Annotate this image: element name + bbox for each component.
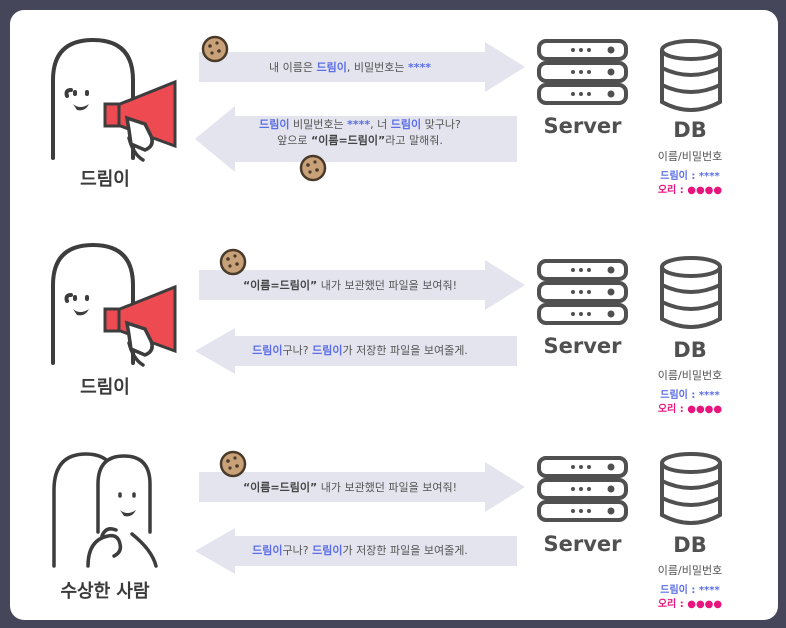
text-segment: “이름=드림이” [310,134,386,147]
text-segment: 드림이 [259,118,290,131]
db-subtitle: 이름/비밀번호 [657,564,723,577]
text-segment: 구나? [282,344,313,357]
server-icon [537,259,628,325]
db-entry-1: 드림이 : **** [660,390,720,401]
text-segment: 드림이 [312,544,343,557]
server-label: Server [543,114,622,138]
database-icon [660,256,722,329]
text-segment: 내 이름은 [269,61,317,74]
response-text: 드림이 비밀번호는 ****, 너 드림이 맞구나? 앞으로 “이름=드림이”라… [210,117,510,149]
db-title: DB [673,118,707,142]
text-segment: “이름=드림이” [242,279,318,292]
server-icon [537,39,628,105]
person-megaphone-icon [51,242,177,367]
cookie-icon [299,154,327,182]
server-icon [537,456,628,522]
text-segment: 드림이 [252,344,283,357]
text-segment: 가 저장한 파일을 보여줄게. [342,344,468,357]
text-segment: , 너 [370,118,391,131]
db-title: DB [673,533,707,557]
response-line-1: 드림이 비밀번호는 ****, 너 드림이 맞구나? [210,117,510,133]
response-text: 드림이구나? 드림이가 저장한 파일을 보여줄게. [210,343,510,359]
row-login: 드림이 내 이름은 드림이, 비밀번호는 **** 드림이 비밀번호는 ****… [10,10,778,210]
request-arrow [199,462,525,512]
text-segment: 내가 보관했던 파일을 보여줘! [317,481,458,494]
row-suspicious: 수상한 사람 “이름=드림이” 내가 보관했던 파일을 보여줘! 드림이구나? … [10,415,778,615]
request-arrow [199,42,525,92]
text-segment: , 비밀번호는 [346,61,408,74]
response-arrow [195,528,517,574]
request-arrow [199,260,525,310]
text-segment: **** [407,61,431,74]
text-segment: 드림이 [312,344,343,357]
person-label: 수상한 사람 [60,581,150,602]
text-segment: 내가 보관했던 파일을 보여줘! [317,279,458,292]
row-cookie-request: 드림이 “이름=드림이” 내가 보관했던 파일을 보여줘! 드림이구나? 드림이… [10,215,778,415]
text-segment: “이름=드림이” [242,481,318,494]
text-segment: 드림이 [252,544,283,557]
server-label: Server [543,334,622,358]
cookie-icon [201,35,229,63]
database-icon [660,452,722,525]
diagram-card: 드림이 내 이름은 드림이, 비밀번호는 **** 드림이 비밀번호는 ****… [10,10,778,620]
text-segment: 가 저장한 파일을 보여줄게. [342,544,468,557]
db-entry-2: 오리 : ●●●● [657,185,723,196]
db-title: DB [673,338,707,362]
response-arrow [195,106,517,172]
db-entry-2: 오리 : ●●●● [657,599,723,610]
person-label: 드림이 [80,169,130,190]
response-arrow [195,328,517,374]
suspicious-person-icon [52,452,158,568]
db-subtitle: 이름/비밀번호 [657,150,723,163]
request-text: “이름=드림이” 내가 보관했던 파일을 보여줘! [200,480,500,496]
cookie-icon [219,450,247,478]
db-entry-2: 오리 : ●●●● [657,404,723,415]
text-segment: 구나? [282,544,313,557]
text-segment: 비밀번호는 [289,118,348,131]
db-entry-1: 드림이 : **** [660,171,720,182]
db-subtitle: 이름/비밀번호 [657,369,723,382]
person-megaphone-icon [51,37,177,162]
db-entry-1: 드림이 : **** [660,585,720,596]
database-icon [660,39,722,112]
text-segment: 앞으로 [277,134,311,147]
text-segment: **** [347,118,371,131]
text-segment: 맞구나? [421,118,461,131]
response-line-2: 앞으로 “이름=드림이”라고 말해줘. [210,133,510,149]
cookie-icon [219,248,247,276]
text-segment: 드림이 [316,61,347,74]
request-text: 내 이름은 드림이, 비밀번호는 **** [200,60,500,76]
server-label: Server [543,532,622,556]
request-text: “이름=드림이” 내가 보관했던 파일을 보여줘! [200,278,500,294]
text-segment: 라고 말해줘. [385,134,443,147]
person-label: 드림이 [80,377,130,398]
text-segment: 드림이 [390,118,422,131]
response-text: 드림이구나? 드림이가 저장한 파일을 보여줄게. [210,543,510,559]
